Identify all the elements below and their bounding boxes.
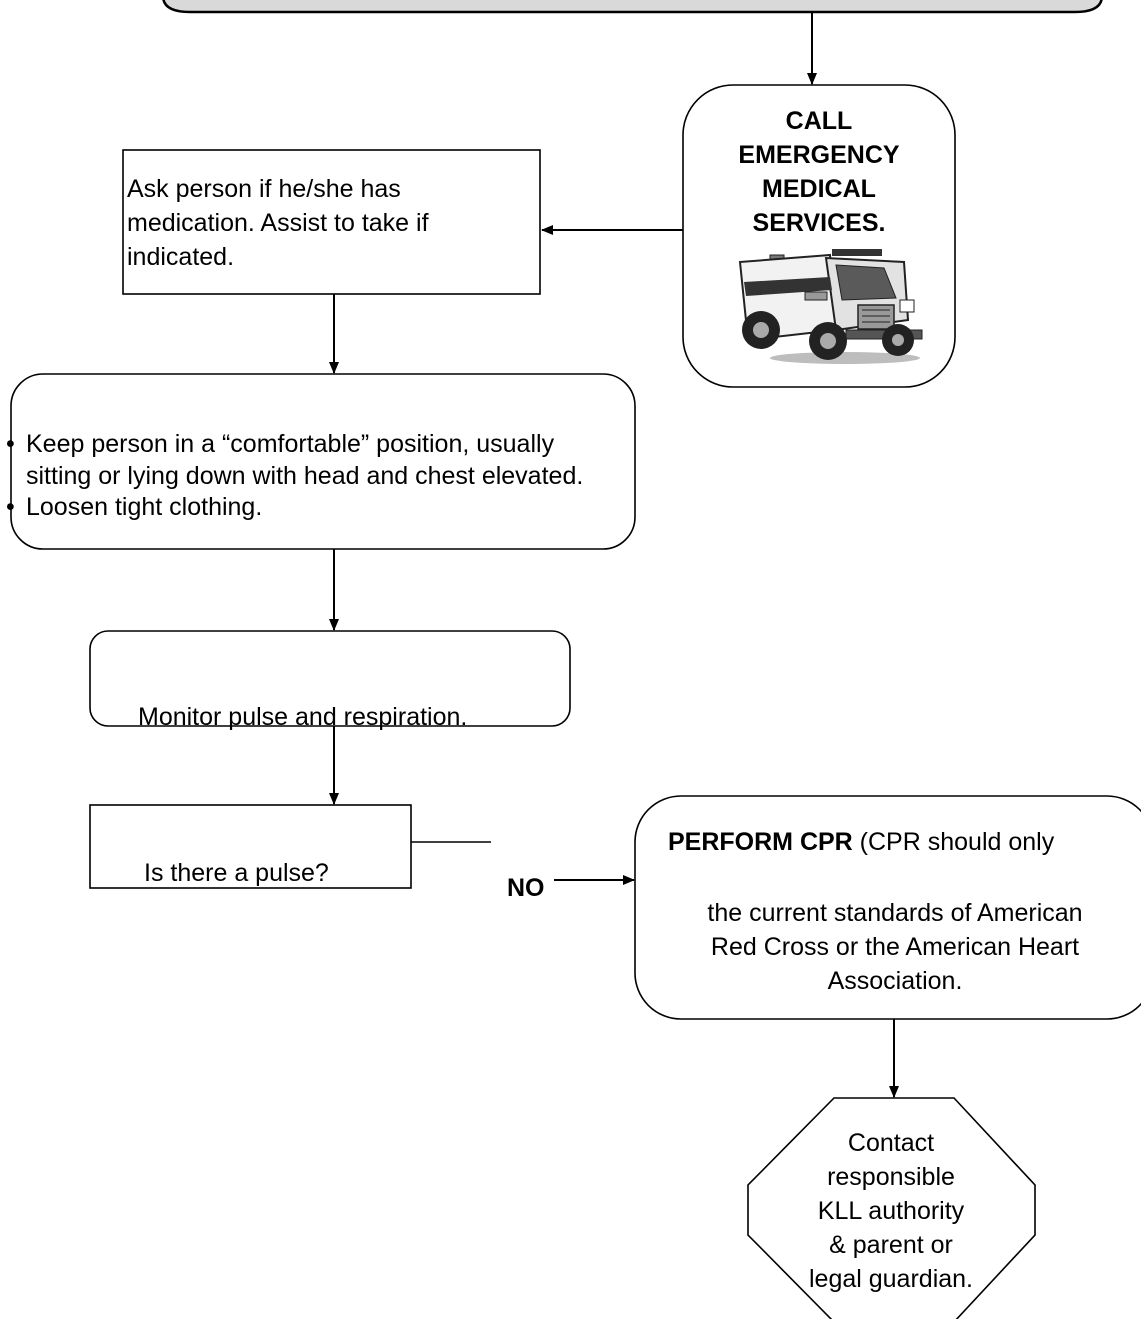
monitor-text: Monitor pulse and respiration. <box>138 703 468 731</box>
contact-line-2: responsible <box>827 1163 955 1191</box>
comfort-item-1: Keep person in a “comfortable” position,… <box>2 428 622 492</box>
contact-text: Contact responsible KLL authority & pare… <box>760 1126 1022 1296</box>
cpr-line-2: Red Cross or the American Heart <box>710 933 1080 961</box>
cpr-heading-rest: (CPR should only <box>852 828 1055 856</box>
emergency-line-3: MEDICAL <box>762 175 876 203</box>
cpr-bold-label: PERFORM CPR <box>668 828 853 856</box>
comfort-list: Keep person in a “comfortable” position,… <box>2 428 622 523</box>
medication-text: Ask person if he/she has medication. Ass… <box>127 175 429 271</box>
emergency-line-4: SERVICES. <box>752 209 886 237</box>
emergency-box-text: CALL EMERGENCY MEDICAL SERVICES. <box>700 104 938 240</box>
emergency-line-2: EMERGENCY <box>738 141 900 169</box>
medication-box <box>122 149 541 295</box>
cpr-body: the current standards of American Red Cr… <box>655 896 1135 998</box>
emergency-line-1: CALL <box>785 107 853 135</box>
contact-line-3: KLL authority <box>817 1197 965 1225</box>
cpr-heading: PERFORM CPR (CPR should only <box>668 826 1138 858</box>
comfort-item-2: Loosen tight clothing. <box>2 491 622 523</box>
pulse-text: Is there a pulse? <box>144 859 329 887</box>
contact-line-4: & parent or <box>829 1231 953 1259</box>
contact-octagon <box>747 1097 1036 1319</box>
pulse-box <box>89 804 412 889</box>
contact-line-1: Contact <box>847 1129 935 1157</box>
cpr-line-1: the current standards of American <box>707 899 1083 927</box>
ambulance-icon <box>738 249 923 364</box>
top-box-partial <box>162 0 1103 14</box>
contact-line-5: legal guardian. <box>808 1265 973 1293</box>
monitor-box <box>89 630 571 727</box>
cpr-line-3: Association. <box>827 967 963 995</box>
no-label: NO <box>507 874 545 902</box>
